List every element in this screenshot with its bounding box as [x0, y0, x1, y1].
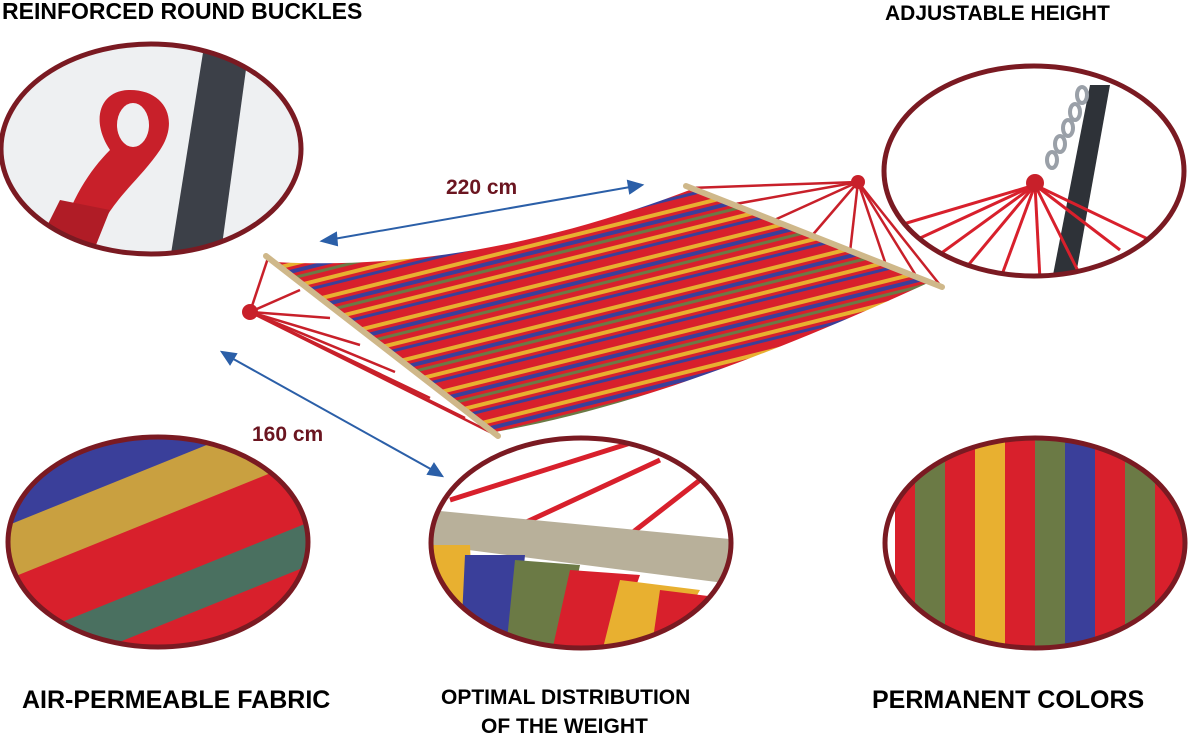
fabric-closeup-frame [5, 434, 311, 650]
adjustable-height-detail-frame [881, 63, 1187, 279]
length-arrow [319, 179, 645, 247]
weight-distribution-detail-image [431, 438, 731, 648]
weight-distribution-detail-frame [428, 435, 734, 651]
color-stripes-frame [882, 435, 1188, 651]
width-dimension-label: 160 cm [252, 423, 324, 446]
width-arrow [219, 350, 445, 478]
feature-label-permanent-colors: PERMANENT COLORS [872, 686, 1145, 714]
color-stripes-image [895, 438, 1185, 648]
hammock-image [242, 175, 945, 439]
feature-label-air-permeable-fabric: AIR-PERMEABLE FABRIC [22, 686, 331, 714]
feature-label-weight-distribution-line2: OF THE WEIGHT [481, 715, 648, 738]
feature-label-reinforced-buckles: REINFORCED ROUND BUCKLES [2, 0, 363, 24]
feature-label-weight-distribution-line1: OPTIMAL DISTRIBUTION [441, 686, 691, 709]
adjustable-height-detail-image [884, 66, 1184, 276]
feature-label-adjustable-height: ADJUSTABLE HEIGHT [885, 2, 1110, 25]
fabric-closeup-image [8, 437, 308, 647]
length-dimension-label: 220 cm [446, 176, 518, 199]
buckle-detail-frame [0, 41, 304, 257]
buckle-detail-image [1, 44, 301, 254]
